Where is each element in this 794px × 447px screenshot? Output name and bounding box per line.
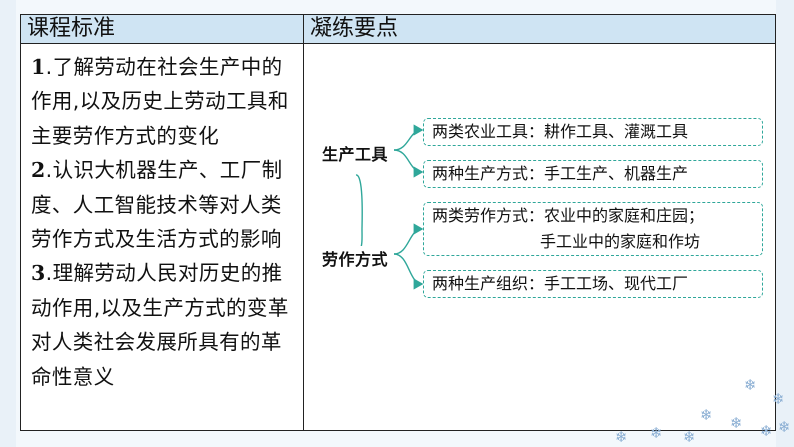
table-header-row: 课程标准 凝练要点: [20, 14, 776, 44]
snowflake-icon: ❄: [760, 422, 773, 440]
standard-text: .了解劳动在社会生产中的作用,以及历史上劳动工具和主要劳作方式的变化: [31, 55, 289, 148]
standard-number: 2: [31, 158, 46, 183]
box-labor-modes-line1: 两类劳作方式：农业中的家庭和庄园；: [432, 206, 705, 225]
standard-number: 1: [31, 55, 46, 79]
snowflake-icon: ❄: [615, 428, 628, 446]
standards-table: 课程标准 凝练要点 1.了解劳动在社会生产中的作用,以及历史上劳动工具和主要劳作…: [20, 14, 776, 431]
label-labor-modes: 劳作方式: [322, 246, 389, 270]
standard-text: .理解劳动人民对历史的推动作用,以及生产方式的变革对人类社会发展所具有的革命性意…: [31, 261, 289, 389]
snowflake-icon: ❄: [650, 424, 663, 442]
snowflake-icon: ❄: [730, 414, 743, 432]
snowflake-icon: ❄: [683, 428, 696, 446]
box-labor-modes-line2: 手工业中的家庭和作坊: [540, 232, 701, 251]
arrow-mode-labor: [393, 223, 424, 255]
standard-item-1: 1.了解劳动在社会生产中的作用,以及历史上劳动工具和主要劳作方式的变化: [31, 50, 297, 153]
label-production-tools: 生产工具: [322, 141, 389, 165]
header-key-points: 凝练要点: [303, 14, 776, 44]
arrow-tools-ag: [393, 124, 424, 151]
standard-item-3: 3.理解劳动人民对历史的推动作用,以及生产方式的变革对人类社会发展所具有的革命性…: [31, 256, 297, 394]
right-margin: [776, 0, 794, 447]
snowflake-icon: ❄: [772, 390, 785, 408]
box-labor-modes: 两类劳作方式：农业中的家庭和庄园； 手工业中的家庭和作坊: [423, 202, 763, 256]
box-production-organization: 两种生产组织：手工工场、现代工厂: [423, 270, 763, 298]
box-agricultural-tools: 两类农业工具：耕作工具、灌溉工具: [423, 118, 763, 146]
left-margin: [0, 0, 16, 447]
snowflake-icon: ❄: [778, 418, 791, 436]
key-points-diagram: 生产工具 劳作方式 两类农业工具：耕作工具、灌溉工具 两种生产方式：手工生产、机…: [304, 44, 775, 430]
standard-text: .认识大机器生产、工厂制度、人工智能技术等对人类劳作方式及生活方式的影响: [31, 158, 283, 252]
header-course-standards: 课程标准: [20, 14, 304, 44]
snowflake-icon: ❄: [744, 376, 757, 394]
diagram-cell: 生产工具 劳作方式 两类农业工具：耕作工具、灌溉工具 两种生产方式：手工生产、机…: [303, 43, 776, 431]
table-body-row: 1.了解劳动在社会生产中的作用,以及历史上劳动工具和主要劳作方式的变化 2.认识…: [20, 43, 776, 431]
standards-cell: 1.了解劳动在社会生产中的作用,以及历史上劳动工具和主要劳作方式的变化 2.认识…: [20, 43, 304, 431]
box-production-modes: 两种生产方式：手工生产、机器生产: [423, 160, 763, 188]
standards-list: 1.了解劳动在社会生产中的作用,以及历史上劳动工具和主要劳作方式的变化 2.认识…: [21, 44, 303, 394]
standard-item-2: 2.认识大机器生产、工厂制度、人工智能技术等对人类劳作方式及生活方式的影响: [31, 153, 297, 256]
arrow-mode-org: [393, 253, 424, 290]
snowflake-icon: ❄: [700, 406, 713, 424]
arrow-tools-mode: [393, 149, 424, 178]
standard-number: 3: [31, 261, 46, 286]
